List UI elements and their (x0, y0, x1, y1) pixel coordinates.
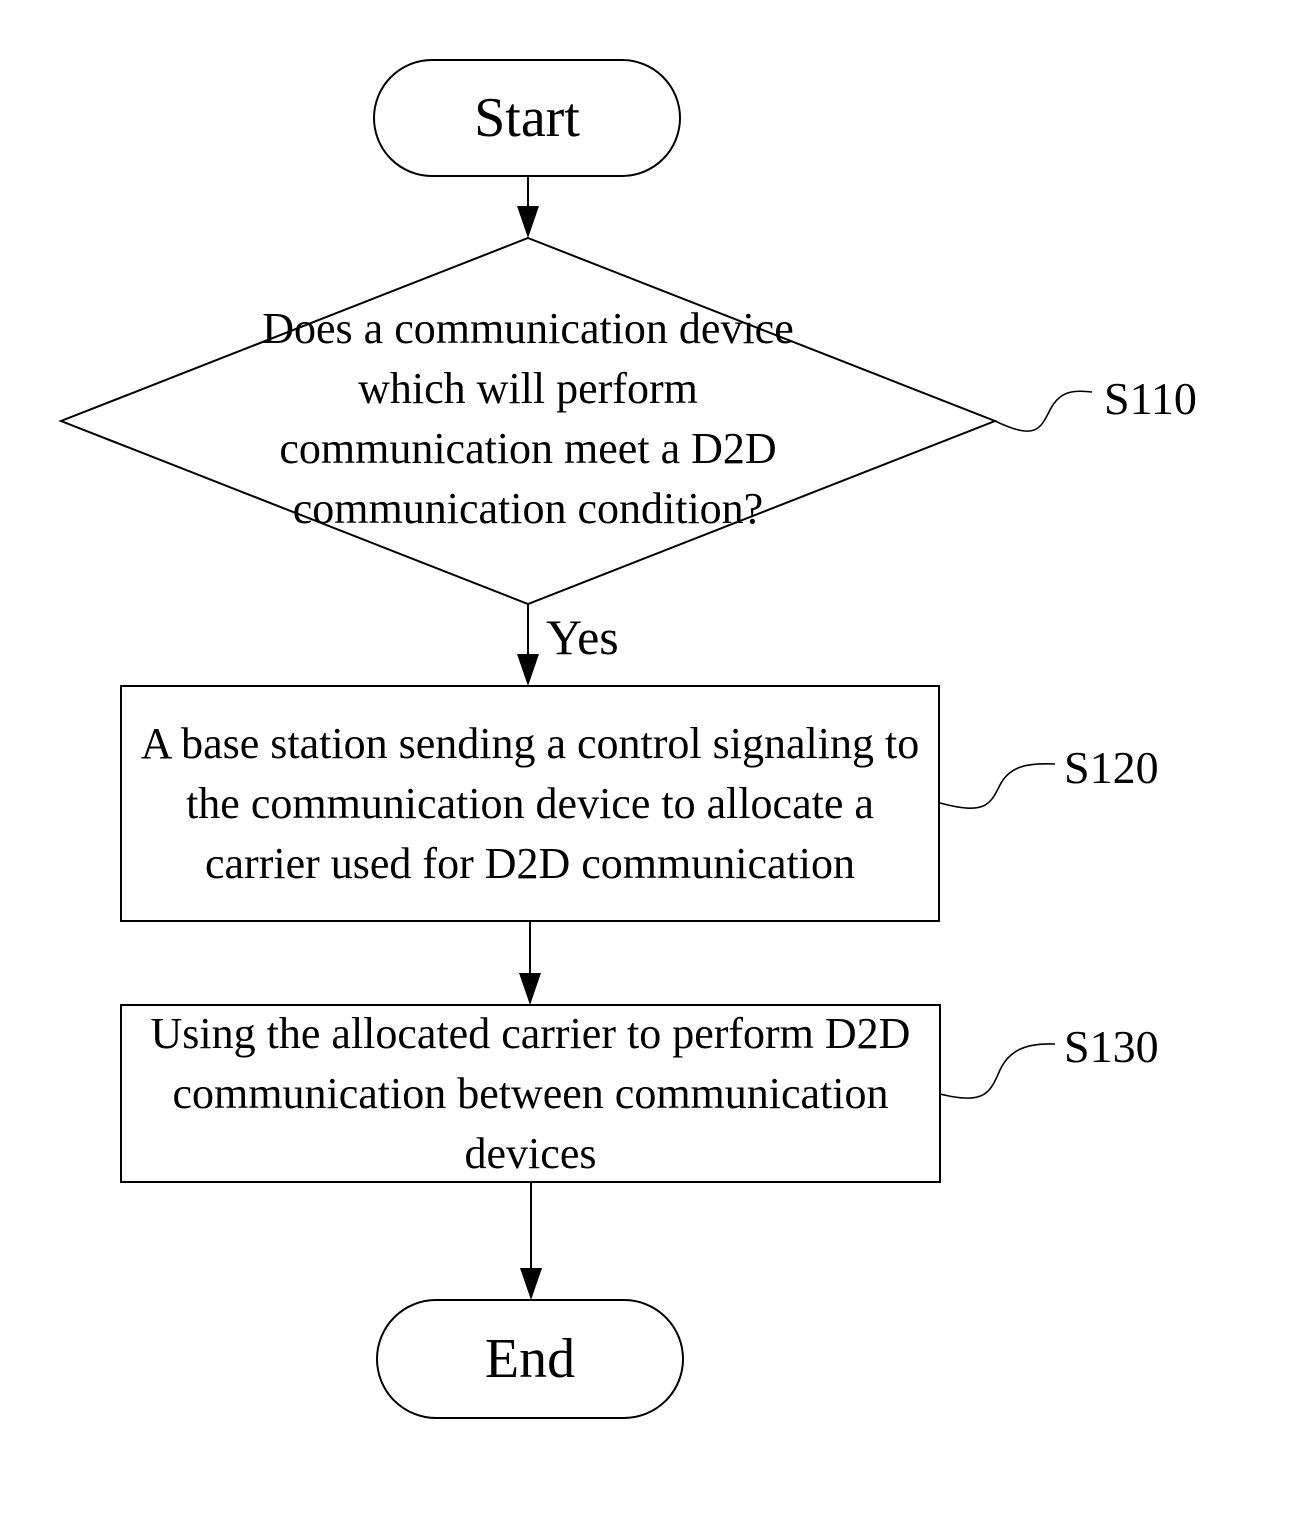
yes-branch-label: Yes (546, 612, 619, 662)
arrowhead-process1-to-process2 (519, 973, 541, 1005)
process2-label: Using the allocated carrier to perform D… (138, 1005, 923, 1182)
arrowhead-start-to-decision (517, 206, 539, 238)
leader-line-s110 (995, 391, 1092, 431)
step-label-s130: S130 (1064, 1024, 1159, 1070)
process1-label: A base station sending a control signali… (138, 686, 922, 921)
leader-line-s120 (940, 764, 1055, 808)
step-label-s120: S120 (1064, 745, 1159, 791)
arrowhead-decision-to-process1 (517, 654, 539, 686)
start-terminal-label: Start (374, 60, 680, 176)
leader-line-s130 (940, 1044, 1055, 1098)
step-label-s110: S110 (1104, 376, 1197, 422)
arrowhead-process2-to-end (520, 1268, 542, 1300)
end-terminal-label: End (377, 1300, 683, 1418)
decision-label: Does a communication device which will p… (238, 268, 818, 570)
